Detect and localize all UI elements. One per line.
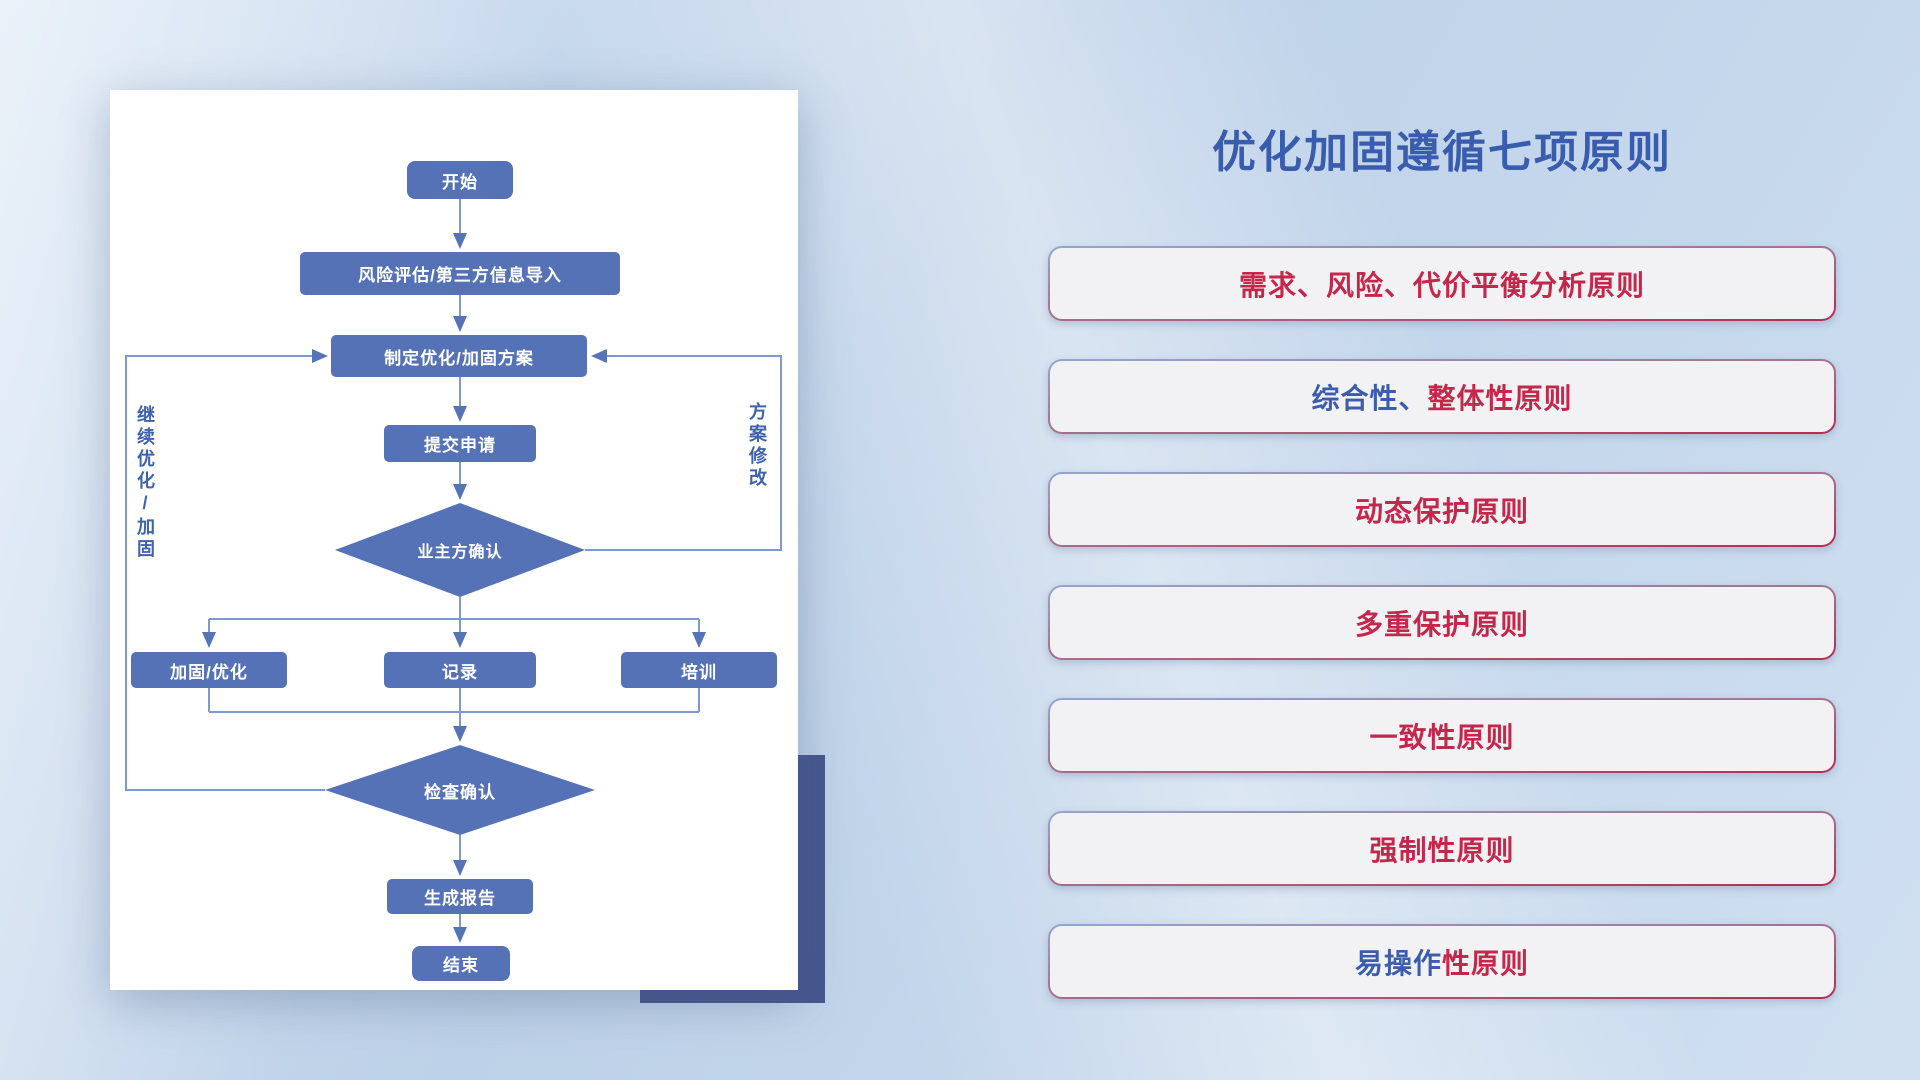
flow-node-reinforce: 加固/优化	[131, 652, 287, 688]
principle-box: 易操作性原则	[1048, 924, 1836, 999]
principle-text: 整体性原则	[1427, 382, 1573, 414]
flow-node-report: 生成报告	[387, 879, 533, 914]
principles-panel: 优化加固遵循七项原则 需求、风险、代价平衡分析原则综合性、整体性原则动态保护原则…	[1048, 0, 1836, 1080]
flow-node-make-plan: 制定优化/加固方案	[331, 335, 587, 377]
principle-text: 需求、风险、代价平衡分析原则	[1238, 269, 1645, 301]
principle-box: 一致性原则	[1048, 698, 1836, 773]
flow-node-record: 记录	[384, 652, 536, 688]
principle-box: 多重保护原则	[1048, 585, 1836, 660]
panel-title: 优化加固遵循七项原则	[1212, 128, 1672, 177]
principle-text: 综合性、	[1311, 382, 1428, 414]
principle-box: 需求、风险、代价平衡分析原则	[1048, 246, 1836, 321]
principle-text: 多重保护原则	[1354, 608, 1529, 640]
flowchart-connectors	[125, 199, 782, 943]
principle-box-inner: 多重保护原则	[1050, 587, 1834, 658]
loop-label-plan-modify: 方案修改	[747, 402, 767, 490]
principle-box: 强制性原则	[1048, 811, 1836, 886]
flow-node-submit: 提交申请	[384, 425, 536, 462]
flow-node-risk-import: 风险评估/第三方信息导入	[300, 252, 620, 295]
principle-box-inner: 动态保护原则	[1050, 474, 1834, 545]
loop-label-continue-optimize: 继续优化/加固	[135, 405, 155, 561]
principle-text: 性原则	[1442, 947, 1530, 979]
principle-box-inner: 需求、风险、代价平衡分析原则	[1050, 248, 1834, 319]
principles-list: 需求、风险、代价平衡分析原则综合性、整体性原则动态保护原则多重保护原则一致性原则…	[1048, 246, 1836, 999]
flow-node-end: 结束	[412, 946, 510, 981]
flow-node-training: 培训	[621, 652, 777, 688]
principle-box-inner: 一致性原则	[1050, 700, 1834, 771]
flow-node-start: 开始	[407, 161, 513, 199]
principle-box: 动态保护原则	[1048, 472, 1836, 547]
flowchart-card: 开始 风险评估/第三方信息导入 制定优化/加固方案 提交申请 业主方确认 加固/…	[110, 90, 798, 990]
principle-text: 易操作	[1354, 947, 1442, 979]
principle-text: 强制性原则	[1369, 834, 1515, 866]
principle-box: 综合性、整体性原则	[1048, 359, 1836, 434]
principle-box-inner: 易操作性原则	[1050, 926, 1834, 997]
principle-text: 一致性原则	[1369, 721, 1515, 753]
principle-box-inner: 强制性原则	[1050, 813, 1834, 884]
principle-box-inner: 综合性、整体性原则	[1050, 361, 1834, 432]
principle-text: 动态保护原则	[1354, 495, 1529, 527]
